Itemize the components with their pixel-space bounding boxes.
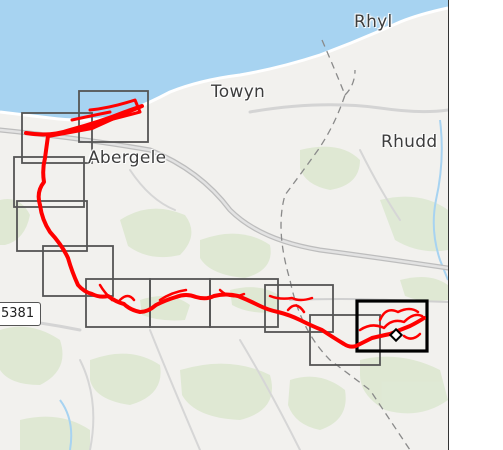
gps-track [24, 98, 426, 349]
tile[interactable] [78, 90, 149, 143]
road-shield: 5381 [0, 302, 42, 326]
place-label-rhyl: Rhyl [354, 12, 393, 32]
selected-tile[interactable] [355, 299, 429, 353]
boundary-branch [344, 69, 356, 96]
tile[interactable] [13, 156, 85, 208]
map-frame-margin [448, 0, 503, 450]
county-boundary [280, 39, 411, 450]
tile[interactable] [209, 278, 279, 328]
stream [59, 399, 73, 450]
tile[interactable] [16, 200, 88, 252]
map-canvas[interactable]: Rhyl Towyn Abergele Rhudd 5381 [0, 0, 448, 450]
vegetation-patches [0, 146, 448, 450]
place-label-abergele: Abergele [88, 148, 167, 168]
tile[interactable] [42, 245, 114, 297]
tile[interactable] [309, 314, 381, 366]
coastline [0, 6, 448, 122]
sea-area [0, 0, 448, 120]
location-marker[interactable] [388, 327, 404, 343]
place-label-rhuddlan: Rhudd [381, 132, 438, 152]
river [432, 119, 448, 281]
tile-grid [13, 90, 381, 366]
tile[interactable] [21, 112, 93, 164]
map-svg [0, 0, 448, 450]
place-label-towyn: Towyn [211, 82, 266, 102]
